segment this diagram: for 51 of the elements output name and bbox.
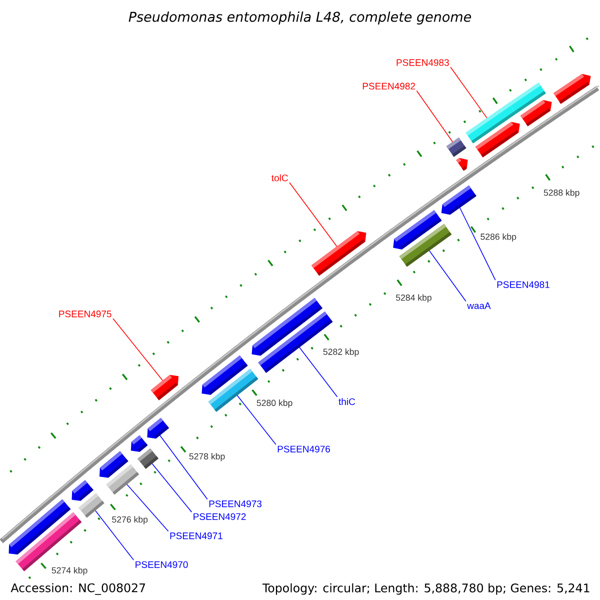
gene-block <box>147 418 169 439</box>
gene-label: waaA <box>467 302 491 310</box>
gene-block <box>150 374 179 400</box>
leader-line <box>289 182 338 247</box>
leader-line <box>160 435 208 500</box>
scale-label: 5278 kbp <box>189 453 225 462</box>
leader-line <box>428 250 466 302</box>
gene-block <box>393 210 442 250</box>
leader-line <box>152 463 192 512</box>
gene-label: PSEEN4970 <box>136 561 188 568</box>
gene-label: PSEEN4973 <box>209 500 262 508</box>
scale-label: 5280 kbp <box>256 400 292 408</box>
gene-label: PSEEN4982 <box>362 82 415 90</box>
leader-line <box>236 395 276 445</box>
scale-label: 5274 kbp <box>52 567 88 576</box>
leader-line <box>450 66 488 118</box>
leader-line <box>95 510 134 560</box>
gene-block <box>99 451 128 478</box>
leader-line <box>459 207 496 280</box>
gene-block <box>554 74 591 104</box>
gene-block <box>475 122 520 158</box>
gene-bar <box>138 448 158 469</box>
scale-label: 5276 kbp <box>112 516 148 524</box>
leader-line <box>112 318 164 381</box>
leader-line <box>298 346 338 398</box>
footer-note: Topology: circular; Length: 5,888,780 bp; Genes: 5,241 <box>262 583 590 595</box>
footer-note: Accession: NC_008027 <box>10 583 146 595</box>
leader-line <box>126 484 169 532</box>
gene-label: tolC <box>272 174 288 182</box>
gene-bar <box>446 138 466 157</box>
gene-label: thiC <box>338 398 356 406</box>
gene-label: PSEEN4976 <box>278 446 330 452</box>
gene-label: PSEEN4971 <box>170 532 222 540</box>
gene-label: PSEEN4975 <box>59 310 112 318</box>
title: Pseudomonas entomophila L48, complete genome <box>128 11 472 25</box>
gene-block <box>202 355 248 395</box>
gene-bar <box>508 82 546 114</box>
gene-block <box>252 298 322 356</box>
gene-block <box>130 435 148 452</box>
gene-label: PSEEN4983 <box>396 59 449 66</box>
gene-block <box>311 231 366 276</box>
gene-label: PSEEN4981 <box>497 281 550 288</box>
scale-label: 5288 kbp <box>544 189 580 198</box>
scale-label: 5284 kbp <box>396 294 432 302</box>
scale-label: 5282 kbp <box>323 348 359 357</box>
gene-block <box>441 185 476 215</box>
leader-line <box>416 90 453 142</box>
gene-block <box>456 158 468 171</box>
gene-block <box>72 480 94 501</box>
scale-label: 5286 kbp <box>480 233 516 242</box>
gene-label: PSEEN4972 <box>194 513 246 520</box>
